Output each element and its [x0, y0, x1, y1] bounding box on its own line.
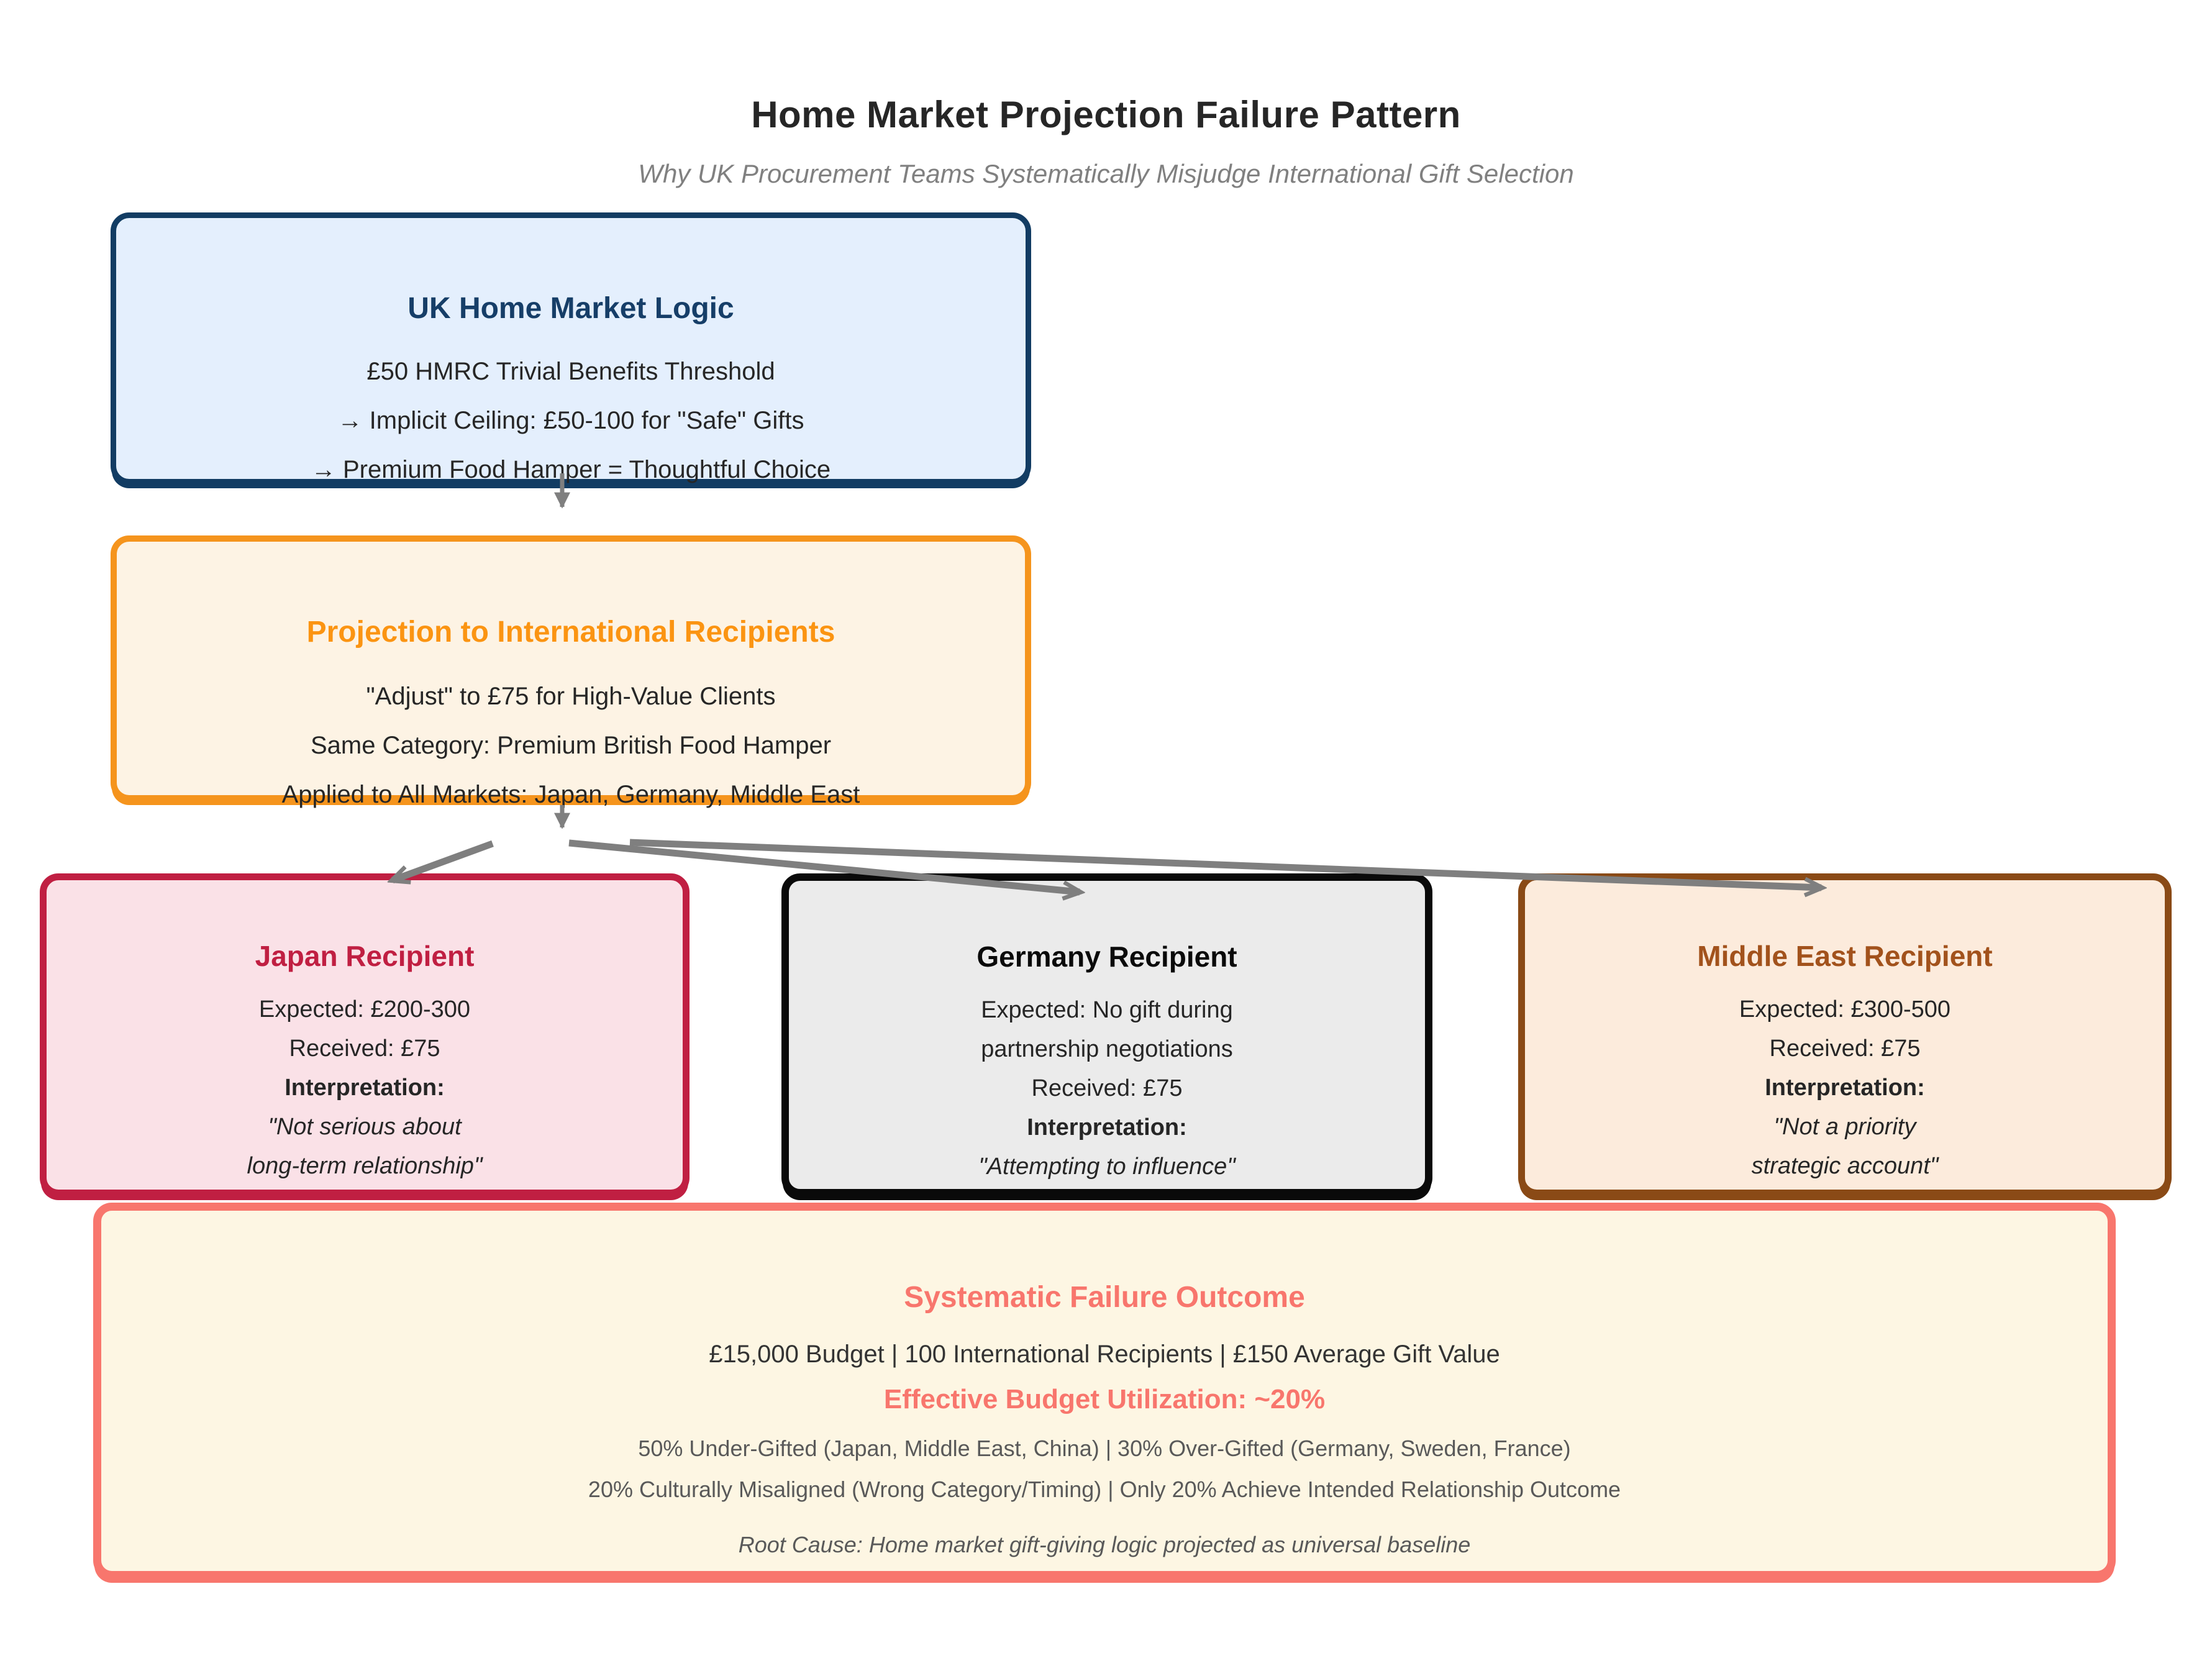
box-title: Germany Recipient: [976, 940, 1237, 973]
box-systematic-failure-outcome: Systematic Failure Outcome £15,000 Budge…: [93, 1203, 2116, 1579]
box-lines: £50 HMRC Trivial Benefits Threshold → Imp…: [116, 347, 1026, 494]
box-text-line: strategic account": [1751, 1153, 1939, 1179]
box-lines: Expected: No gift during partnership nego…: [789, 991, 1425, 1186]
box-title: Middle East Recipient: [1697, 940, 1993, 972]
outcome-utilization: Effective Budget Utilization: ~20%: [883, 1384, 1326, 1414]
box-text-line: → Premium Food Hamper = Thoughtful Choic…: [311, 456, 831, 483]
box-text-line: Received: £75: [289, 1036, 440, 1062]
box-text-line: Expected: £200-300: [258, 996, 471, 1022]
box-text-line: → Implicit Ceiling: £50-100 for "Safe" G…: [337, 407, 804, 434]
box-text-line: Applied to All Markets: Japan, Germany, …: [281, 781, 860, 808]
outcome-title: Systematic Failure Outcome: [904, 1281, 1305, 1314]
box-text-line: "Adjust" to £75 for High-Value Clients: [366, 683, 776, 710]
box-text-line: Expected: £300-500: [1739, 996, 1951, 1022]
outcome-stats: £15,000 Budget | 100 International Recip…: [709, 1341, 1500, 1368]
box-germany-recipient: Germany Recipient Expected: No gift duri…: [781, 873, 1432, 1196]
box-text-line: Interpretation:: [284, 1075, 445, 1101]
box-text-line: "Attempting to influence": [978, 1154, 1236, 1180]
box-title: UK Home Market Logic: [407, 292, 734, 325]
box-text-line: "Not serious about: [268, 1114, 462, 1140]
box-text-line: Expected: No gift during: [981, 997, 1233, 1023]
box-uk-home-market-logic: UK Home Market Logic £50 HMRC Trivial Be…: [111, 212, 1031, 485]
page-subtitle: Why UK Procurement Teams Systematically …: [638, 159, 1574, 188]
box-projection-to-international-recipients: Projection to International Recipients "…: [111, 535, 1031, 808]
box-text-line: "Not a priority: [1773, 1114, 1916, 1140]
box-text-line: long-term relationship": [247, 1153, 483, 1179]
box-text-line: Received: £75: [1031, 1075, 1183, 1101]
box-text-line: partnership negotiations: [981, 1036, 1233, 1062]
box-text-line: Interpretation:: [1027, 1114, 1187, 1141]
page-title: Home Market Projection Failure Pattern: [751, 94, 1461, 135]
outcome-breakdown-line-2: 20% Culturally Misaligned (Wrong Categor…: [588, 1477, 1621, 1502]
box-title: Japan Recipient: [255, 940, 475, 972]
outcome-breakdown-line-1: 50% Under-Gifted (Japan, Middle East, Ch…: [638, 1436, 1571, 1461]
outcome-root-cause: Root Cause: Home market gift-giving logi…: [738, 1532, 1471, 1557]
box-text-line: Same Category: Premium British Food Hamp…: [310, 732, 832, 759]
box-middle-east-recipient: Middle East Recipient Expected: £300-500…: [1518, 873, 2172, 1196]
box-text-line: Interpretation:: [1765, 1075, 1925, 1101]
box-title: Projection to International Recipients: [306, 616, 835, 649]
box-text-line: £50 HMRC Trivial Benefits Threshold: [366, 358, 775, 385]
box-text-line: Received: £75: [1769, 1036, 1921, 1062]
